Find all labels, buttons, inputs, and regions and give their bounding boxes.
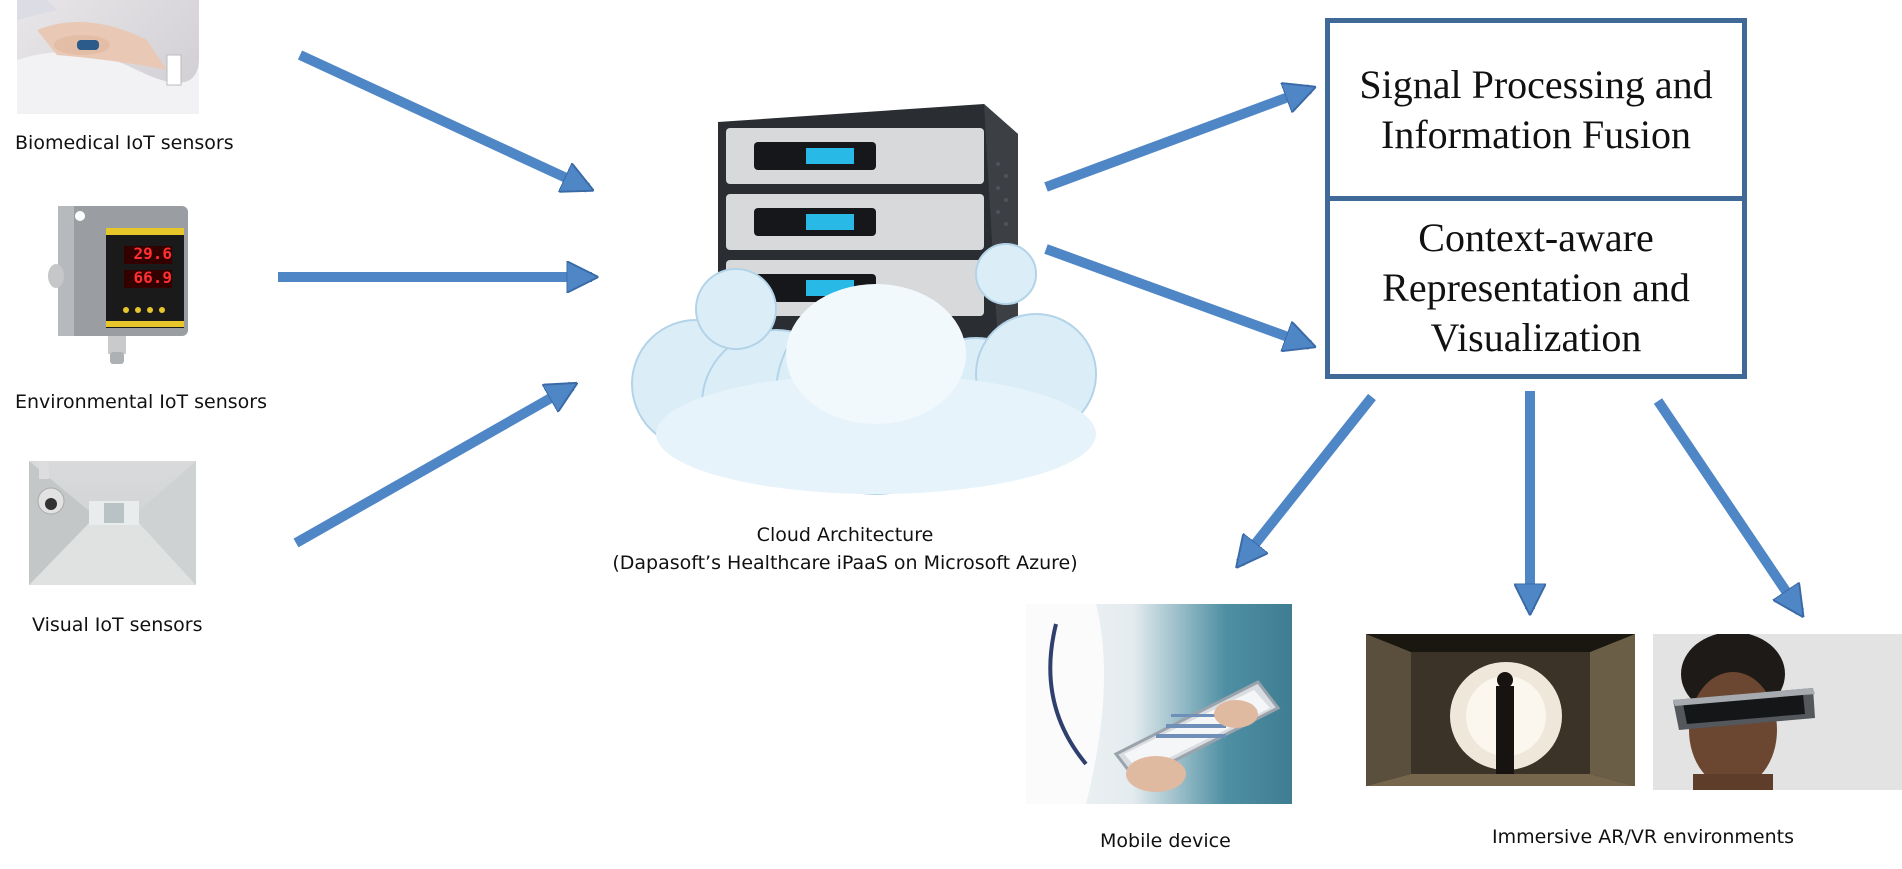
arrow-to-ar-headset: [1653, 398, 1800, 612]
environmental-sensors-label: Environmental IoT sensors: [15, 391, 268, 413]
immersive-environments-label: Immersive AR/VR environments: [1492, 826, 1795, 848]
arrow-visual-to-cloud: [293, 381, 572, 548]
arrow-cloud-to-context-aware: [1044, 244, 1310, 345]
signal-processing-box: Signal Processing and Information Fusion: [1325, 18, 1747, 201]
cloud-architecture-title: Cloud Architecture: [756, 524, 934, 546]
arrow-to-mobile-device: [1240, 393, 1376, 563]
immersive-cave-image: [1366, 634, 1635, 786]
visual-sensors-label: Visual IoT sensors: [32, 614, 203, 636]
context-aware-box: Context-aware Representation and Visuali…: [1325, 196, 1747, 379]
cloud-server-image: [626, 104, 1104, 510]
cloud-architecture-subtitle: (Dapasoft’s Healthcare iPaaS on Microsof…: [612, 552, 1078, 574]
arrow-biomedical-to-cloud: [297, 50, 588, 188]
mobile-device-image: [1026, 604, 1292, 804]
biomedical-sensor-image: [17, 0, 199, 114]
biomedical-sensors-label: Biomedical IoT sensors: [15, 132, 234, 154]
signal-processing-text: Signal Processing and Information Fusion: [1359, 61, 1713, 157]
visual-sensor-image: [29, 461, 196, 585]
environmental-sensor-image: 29.6 66.9: [48, 198, 196, 366]
context-aware-text: Context-aware Representation and Visuali…: [1382, 214, 1690, 360]
ar-headset-image: [1653, 634, 1902, 790]
arrow-cloud-to-signal-processing: [1044, 89, 1310, 192]
temperature-readout: 29.6: [133, 244, 172, 263]
mobile-device-label: Mobile device: [1100, 830, 1231, 852]
humidity-readout: 66.9: [133, 268, 172, 287]
